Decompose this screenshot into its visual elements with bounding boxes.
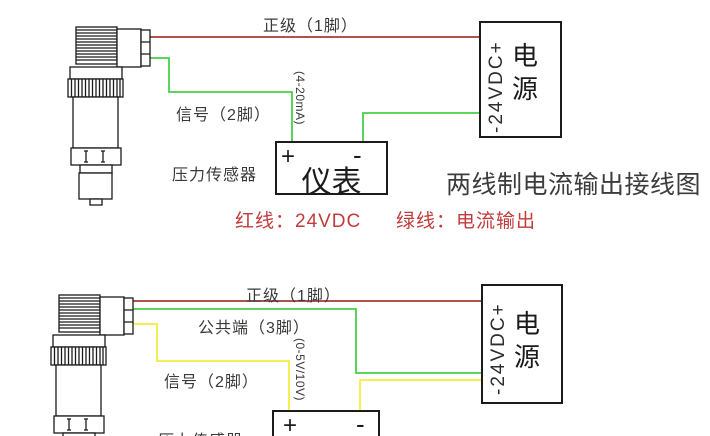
diagram-title: 两线制电流输出接线图	[446, 171, 702, 199]
meter-plus-terminal-bottom: +	[283, 412, 298, 436]
meter-minus-terminal-bottom: -	[356, 409, 365, 436]
power-box-bottom	[481, 284, 563, 404]
meter-plus-terminal-top: +	[281, 143, 296, 170]
power-name-bottom: 电源	[513, 309, 540, 372]
meter-box-top	[275, 141, 388, 195]
meter-name-bottom: 仪表	[272, 429, 380, 436]
wire-green-common-bottom	[133, 308, 481, 374]
signal-range-label-bottom: (0-5V/10V)	[293, 338, 307, 402]
meter-box-bottom	[272, 410, 380, 436]
wire-label-common-bottom: 公共端（3脚）	[198, 320, 310, 337]
wire-label-signal-top: 信号（2脚）	[176, 107, 271, 124]
wire-green-return-top	[362, 112, 479, 141]
meter-minus-terminal-top: -	[353, 140, 362, 170]
legend-green-wire: 绿线：电流输出	[396, 211, 537, 232]
power-box-top	[479, 21, 562, 138]
wire-label-signal-bottom: 信号（2脚）	[164, 374, 259, 391]
meter-name-top: 仪表	[301, 166, 362, 199]
power-name-top: 电源	[511, 41, 538, 104]
wire-label-positive-bottom: 正级（1脚）	[246, 288, 341, 305]
signal-range-label-top: (4-20mA)	[293, 71, 307, 126]
pressure-sensor-drawing-bottom	[50, 294, 134, 436]
power-terminals-label-top: -24VDC+	[486, 40, 507, 133]
sensor-label-bottom: 压力传感器	[158, 427, 243, 436]
wire-yellow-signal-bottom	[130, 323, 290, 410]
wire-yellow-return-bottom	[359, 379, 481, 410]
pressure-sensor-drawing-top	[67, 26, 151, 206]
sensor-label-top: 压力传感器	[172, 167, 258, 184]
wire-label-positive-top: 正级（1脚）	[263, 18, 358, 35]
wire-green-signal-top	[150, 57, 293, 141]
power-terminals-label-bottom: -24VDC+	[488, 302, 509, 395]
legend-red-wire: 红线：24VDC	[235, 211, 362, 232]
